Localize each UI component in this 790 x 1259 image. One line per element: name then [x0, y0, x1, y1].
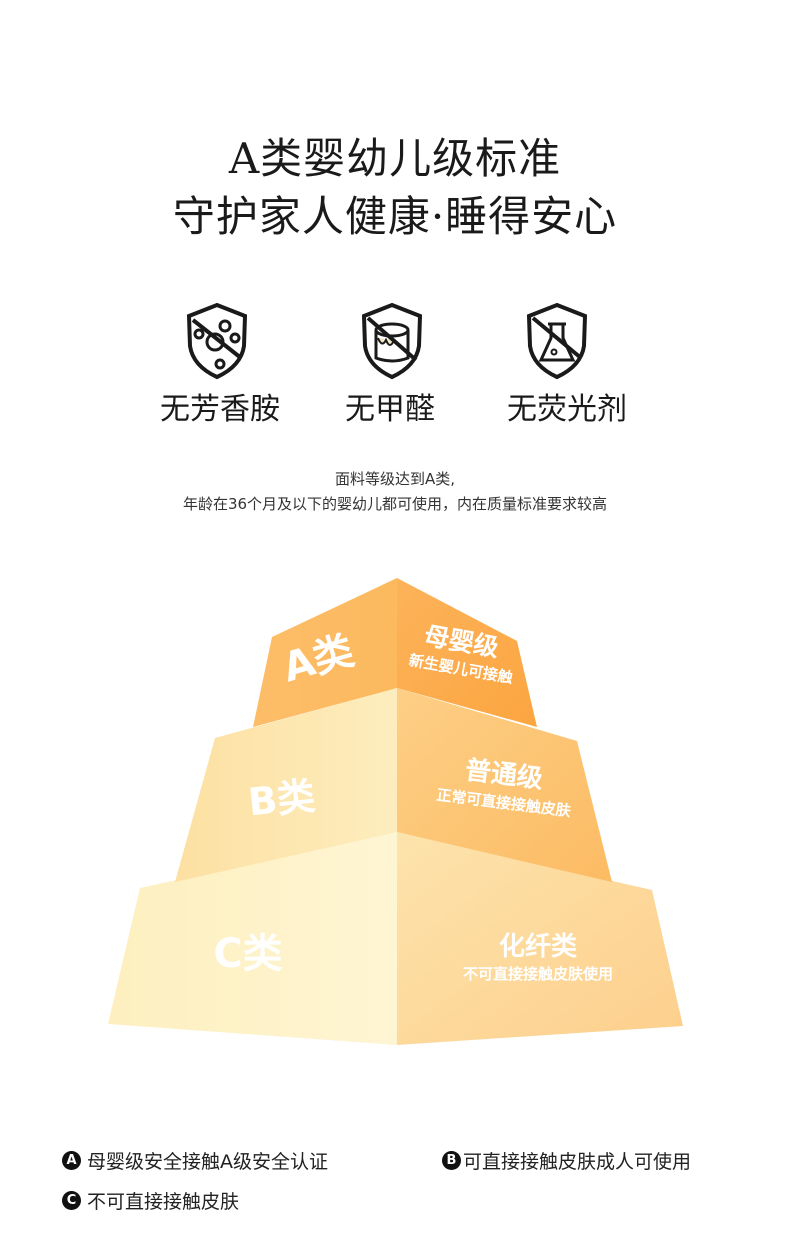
tier-c-note: 不可直接接触皮肤使用	[463, 965, 613, 983]
tier-c-grade: 化纤类	[499, 932, 577, 962]
description-line-1: 面料等级达到A类,	[334, 470, 456, 488]
no-formaldehyde-shield-icon	[361, 302, 423, 380]
headline: A类婴幼儿级标准	[228, 134, 562, 183]
feature-label-no-aromatic-amine: 无芳香胺	[160, 392, 280, 427]
legend-text-a: 母婴级安全接触A级安全认证	[87, 1151, 328, 1173]
description-line-2: 年龄在36个月及以下的婴幼儿都可使用，内在质量标准要求较高	[182, 495, 608, 513]
grade-pyramid: A类 母婴级 新生婴儿可接触 B类 普通级 正常可直接接触皮肤 C类 化纤类 不…	[108, 578, 683, 1045]
legend-item-b: B 可直接接触皮肤成人可使用	[442, 1147, 691, 1174]
tier-b-class: B类	[246, 774, 317, 825]
no-aromatic-amine-shield-icon	[186, 302, 248, 380]
badge-c-icon: C	[62, 1191, 81, 1210]
pyramid-tier-a	[253, 578, 537, 727]
pyramid-tier-b	[175, 688, 612, 882]
badge-b-icon: B	[442, 1151, 461, 1170]
subheadline: 守护家人健康·睡得安心	[172, 192, 618, 241]
pyramid-tier-c	[108, 832, 683, 1045]
no-fluorescent-shield-icon	[526, 302, 588, 380]
feature-label-no-formaldehyde: 无甲醛	[345, 392, 435, 427]
tier-c-class: C类	[213, 931, 282, 977]
legend-text-b: 可直接接触皮肤成人可使用	[463, 1151, 692, 1173]
feature-label-no-fluorescent: 无荧光剂	[507, 392, 627, 427]
legend-text-c: 不可直接接触皮肤	[87, 1191, 240, 1213]
legend-item-c: C 不可直接接触皮肤	[62, 1187, 239, 1214]
badge-a-icon: A	[62, 1151, 81, 1170]
legend-item-a: A 母婴级安全接触A级安全认证	[62, 1147, 328, 1174]
